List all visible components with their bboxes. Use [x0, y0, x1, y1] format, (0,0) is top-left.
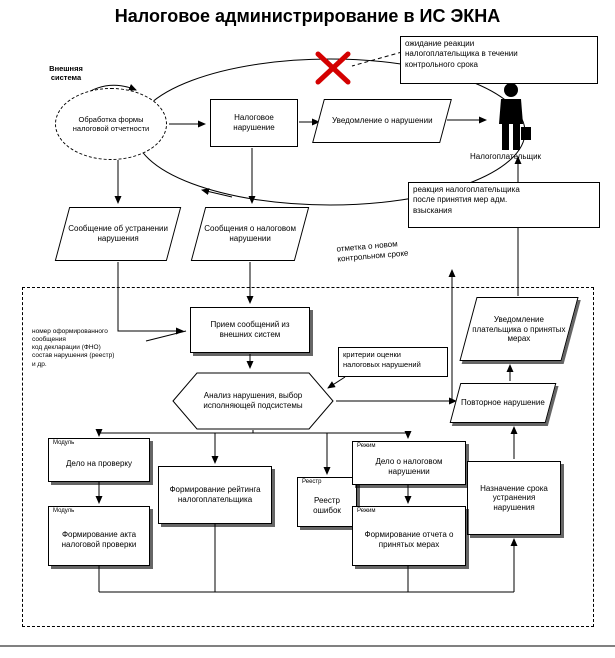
distribution-line	[99, 430, 408, 434]
error-registry-label: Реестр ошибок	[313, 496, 341, 515]
external-system-label: Внешняя система	[49, 64, 83, 82]
notify-measures-label: Уведомление плательщика о принятых мерах	[472, 314, 566, 343]
violation-case-label: Дело о налоговом нарушении	[375, 457, 443, 476]
annotation-waiting-reaction: ожидание реакции налогоплательщика в теч…	[400, 36, 598, 84]
analysis-node: Анализ нарушения, выбор исполняющей подс…	[172, 372, 334, 430]
system-boundary	[22, 287, 594, 627]
notify-measures-node: Уведомление плательщика о принятых мерах	[459, 297, 579, 361]
repeat-violation-label: Повторное нарушение	[461, 398, 545, 408]
case-for-check-label: Дело на проверку	[66, 459, 132, 469]
violation-notice-label: Уведомление о нарушении	[331, 116, 433, 126]
violation-case-node: Режим Дело о налоговом нарушении	[352, 441, 466, 485]
collector-line	[98, 524, 514, 593]
arrow-elimination-to-receive	[117, 262, 184, 335]
annotation-taxpayer-reaction: реакция налогоплательщика после принятия…	[408, 182, 600, 228]
red-x-icon	[315, 51, 351, 85]
annotation-message-details: номер оформированного сообщения код декл…	[32, 328, 115, 368]
elimination-message-label: Сообщение об устранении нарушения	[68, 224, 168, 243]
loop-return-arrow	[201, 188, 233, 198]
processing-node: Обработка формы налоговой отчетности	[55, 88, 167, 160]
measures-report-node: Режим Формирование отчета о принятых мер…	[352, 506, 466, 566]
mode-tag: Режим	[357, 443, 376, 449]
module-tag: Модуль	[53, 508, 75, 514]
elimination-message-node: Сообщение об устранении нарушения	[54, 207, 182, 261]
audit-act-label: Формирование акта налоговой проверки	[61, 530, 137, 549]
measures-report-label: Формирование отчета о принятых мерах	[364, 530, 454, 549]
violation-messages-node: Сообщения о налоговом нарушении	[190, 207, 310, 261]
hexagon-shape	[172, 372, 334, 430]
module-tag: Модуль	[53, 440, 75, 446]
mode-tag: Режим	[357, 508, 376, 514]
taxpayer-rating-node: Формирование рейтинга налогоплательщика	[158, 466, 272, 524]
receive-messages-node: Прием сообщений из внешних систем	[190, 307, 310, 353]
registry-tag: Реестр	[302, 479, 322, 485]
taxpayer-icon	[492, 82, 532, 157]
flow-lines	[0, 51, 615, 647]
violation-messages-label: Сообщения о налоговом нарушении	[204, 224, 296, 243]
tax-violation-node: Налоговое нарушение	[210, 99, 298, 147]
violation-notice-node: Уведомление о нарушении	[312, 99, 452, 143]
annotation-criteria: критерии оценки налоговых нарушений	[338, 347, 448, 377]
arrow-criteria-to-analysis	[327, 376, 346, 389]
set-deadline-node: Назначение срока устранения нарушения	[467, 461, 561, 535]
repeat-violation-node: Повторное нарушение	[449, 383, 557, 423]
case-for-check-node: Модуль Дело на проверку	[48, 438, 150, 482]
audit-act-node: Модуль Формирование акта налоговой прове…	[48, 506, 150, 566]
callout-details-line	[145, 330, 187, 342]
taxpayer-label: Налогоплательщик	[470, 152, 542, 161]
analysis-label: Анализ нарушения, выбор исполняющей подс…	[203, 391, 303, 410]
error-registry-node: Реестр Реестр ошибок	[297, 477, 357, 527]
callout-waiting-line	[351, 51, 403, 67]
page-title: Налоговое администрирование в ИС ЭКНА	[114, 6, 501, 26]
